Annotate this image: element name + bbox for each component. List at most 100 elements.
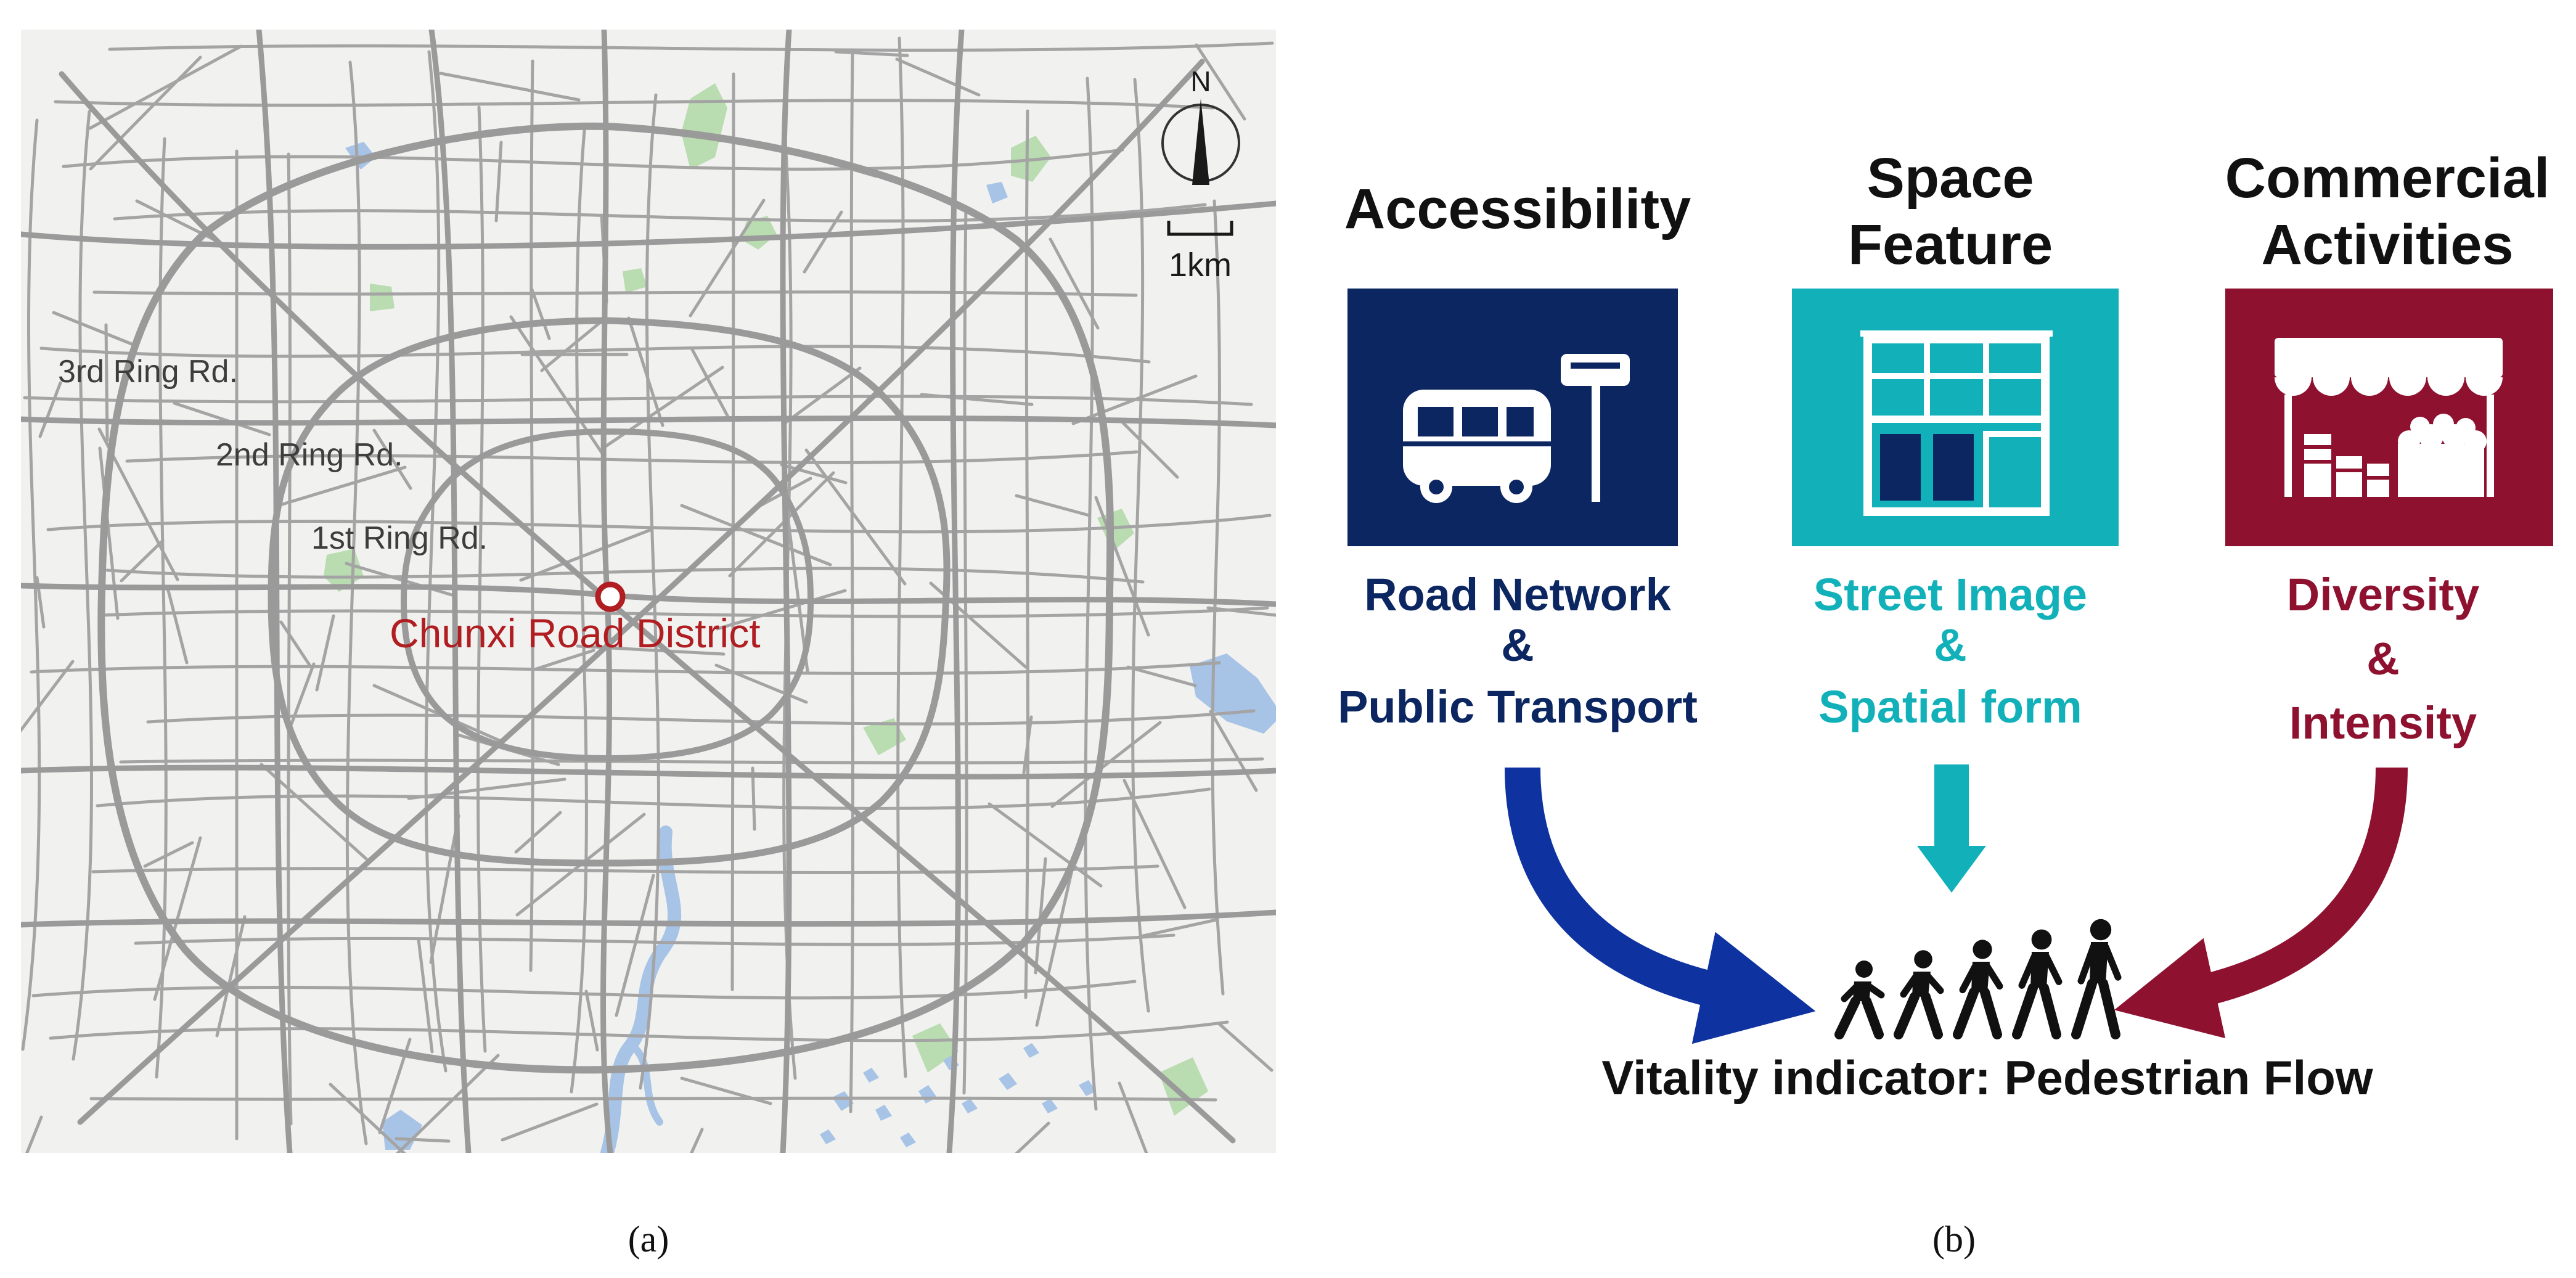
minor-road <box>1022 715 1033 774</box>
minor-road <box>751 766 756 831</box>
minor-road <box>1119 419 1179 479</box>
minor-road <box>519 528 652 582</box>
minor-road <box>23 395 1253 406</box>
minor-road <box>501 1102 599 1142</box>
minor-road <box>372 428 412 490</box>
minor-road <box>62 148 1124 171</box>
pedestrian-figure <box>2071 919 2122 1039</box>
minor-road <box>372 684 501 742</box>
minor-road <box>39 345 1151 364</box>
framework-panel: Accessibility Space Feature Commercial A… <box>1338 147 2553 1260</box>
minor-road <box>1206 606 1276 617</box>
minor-road <box>315 614 335 692</box>
minor-road <box>143 841 194 868</box>
bus-stop-icon <box>1403 354 1630 503</box>
minor-road <box>1217 1022 1274 1072</box>
minor-road <box>803 210 843 274</box>
north-pointer-icon <box>1192 99 1209 185</box>
minor-road <box>514 811 562 854</box>
minor-road <box>895 57 981 97</box>
ring-roads <box>97 122 1114 1074</box>
minor-road <box>529 59 534 972</box>
minor-road <box>1049 237 1100 330</box>
minor-road <box>91 864 1159 874</box>
minor-road <box>540 317 607 372</box>
minor-road <box>1131 78 1150 1013</box>
minor-road <box>108 41 1274 52</box>
minor-road <box>125 450 1139 464</box>
minor-road <box>627 316 664 427</box>
minor-road <box>92 290 1138 297</box>
minor-road <box>1126 665 1197 687</box>
minor-road <box>424 50 448 1073</box>
minor-road <box>52 311 138 348</box>
commercial-activities-title-line1: Commercial <box>2225 147 2550 210</box>
minor-road <box>987 802 1103 888</box>
second-ring-road <box>268 317 951 867</box>
minor-road <box>1209 710 1258 792</box>
space-feature-title-line1: Space <box>1867 147 2034 210</box>
minor-road <box>784 366 862 424</box>
minor-road <box>615 874 655 1017</box>
commercial-arrow <box>2114 767 2408 1039</box>
spatial-form-label: Spatial form <box>1818 681 2082 732</box>
minor-road <box>533 649 595 671</box>
minor-road <box>1050 721 1162 808</box>
minor-road <box>89 1096 1217 1102</box>
minor-road <box>215 915 247 1038</box>
minor-road <box>849 53 854 1113</box>
accessibility-arrow <box>1505 767 1816 1044</box>
minor-road <box>570 129 588 1094</box>
minor-road <box>54 99 1215 110</box>
second-ring-road-label: 2nd Ring Rd. <box>216 437 403 473</box>
minor-road <box>494 141 503 223</box>
minor-road <box>38 381 62 438</box>
vitality-indicator-label: Vitality indicator: Pedestrian Flow <box>1601 1051 2373 1105</box>
intensity-label: Intensity <box>2289 697 2477 748</box>
minor-road <box>329 1083 406 1153</box>
chunxi-road-district-marker <box>595 581 626 612</box>
park-areas <box>324 83 1208 1116</box>
minor-road <box>689 199 766 317</box>
north-label: N <box>1190 65 1211 97</box>
minor-road <box>395 1137 451 1143</box>
space-feature-arrow <box>1917 764 1986 893</box>
third-ring-road <box>97 122 1114 1074</box>
minor-road <box>290 662 316 726</box>
scale-bar: 1km <box>1167 221 1233 284</box>
minor-road <box>1195 43 1246 121</box>
minor-road <box>584 989 599 1052</box>
minor-road <box>21 660 75 733</box>
minor-road <box>1071 374 1198 425</box>
minor-road <box>166 586 189 665</box>
first-ring-road-label: 1st Ring Rd. <box>311 520 488 556</box>
scale-label: 1km <box>1169 247 1232 284</box>
minor-road <box>113 203 1207 223</box>
minor-road <box>639 93 660 1090</box>
minor-road <box>407 777 566 800</box>
minor-road <box>31 980 1137 1000</box>
minor-road <box>120 539 165 583</box>
minor-road <box>88 44 243 130</box>
minor-road <box>30 661 1221 675</box>
minor-road <box>690 348 730 420</box>
public-transport-label: Public Transport <box>1338 681 1698 732</box>
minor-road <box>417 938 434 1054</box>
lake-areas <box>345 142 1276 1150</box>
minor-road <box>1015 494 1091 517</box>
minor-road <box>680 1076 772 1105</box>
road-network-label: Road Network <box>1364 569 1671 620</box>
space-feature-tile <box>1792 289 2119 546</box>
minor-road <box>1118 1081 1148 1153</box>
minor-road <box>1122 779 1187 909</box>
minor-road <box>834 50 909 57</box>
minor-road <box>804 448 907 586</box>
district-label: Chunxi Road District <box>390 610 761 656</box>
scale-bar-icon <box>1167 221 1233 236</box>
minor-road <box>279 620 312 668</box>
minor-road <box>46 514 1272 534</box>
commercial-ampersand: & <box>2366 633 2399 684</box>
minor-road <box>49 1020 1229 1042</box>
minor-road <box>155 137 168 1079</box>
